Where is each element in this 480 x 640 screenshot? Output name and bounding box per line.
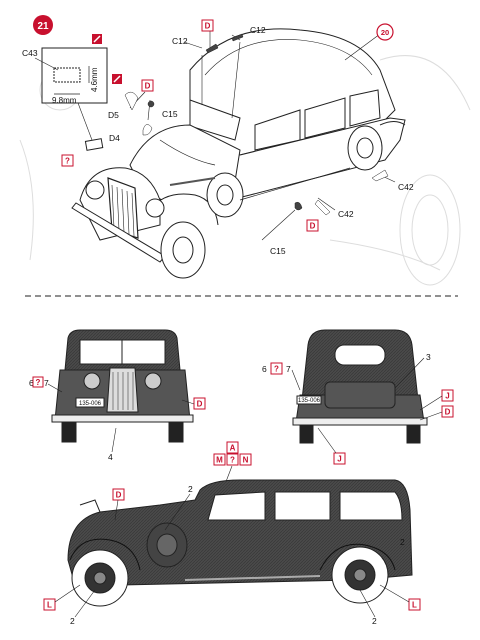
c43-width-label: 9.8mm (52, 96, 77, 105)
part-label-c42: C42 (398, 182, 414, 192)
part-label-c12: C12 (250, 25, 266, 35)
marker-box-j: J (333, 452, 346, 465)
car-perspective-drawing (71, 28, 406, 279)
front-label-4: 4 (108, 452, 113, 462)
svg-text:D: D (445, 408, 451, 417)
part-label-c42: C42 (338, 209, 354, 219)
marker-box-d: D (306, 219, 319, 232)
step-number-text: 21 (37, 21, 49, 32)
part-label-c15: C15 (162, 109, 178, 119)
marker-box-d: D (112, 488, 125, 501)
marker-box-m: M (213, 453, 226, 466)
svg-text:D: D (197, 400, 203, 409)
side-label-2: 2 (188, 484, 193, 494)
part-label-c12: C12 (172, 36, 188, 46)
reference-step-badge: 20 (376, 23, 394, 41)
side-label-2: 2 (70, 616, 75, 626)
side-label-2: 2 (400, 537, 405, 547)
rear-view-drawing (292, 329, 428, 444)
rear-license-plate: 135-006 (298, 398, 321, 404)
c43-height-label: 4.6mm (90, 67, 99, 92)
marker-box-unknown: ? (61, 154, 74, 167)
part-label-d5: D5 (108, 110, 119, 120)
svg-text:D: D (145, 82, 151, 91)
step-number-badge: 21 (33, 15, 53, 35)
svg-text:A: A (230, 444, 236, 453)
marker-box-d: D (441, 405, 454, 418)
marker-box-n: N (239, 453, 252, 466)
side-view-drawing (67, 479, 413, 607)
front-view-drawing (51, 329, 194, 443)
marker-box-a: A (226, 441, 239, 454)
svg-text:M: M (216, 456, 223, 465)
svg-text:?: ? (274, 365, 279, 374)
marker-box-unknown: ? (270, 362, 283, 375)
svg-text:?: ? (230, 456, 235, 465)
marker-box-l: L (408, 598, 421, 611)
marker-box-d: D (141, 79, 154, 92)
c43-callout: C43 9.8mm 4.6mm (22, 47, 108, 151)
reference-step-text: 20 (381, 28, 389, 37)
marker-box-j: J (441, 389, 454, 402)
svg-text:D: D (205, 22, 211, 31)
marker-box-unknown: ? (32, 376, 44, 388)
svg-text:L: L (412, 601, 417, 610)
svg-text:J: J (337, 455, 341, 464)
marker-box-l: L (43, 598, 56, 611)
svg-text:?: ? (36, 378, 41, 387)
rear-label-6: 6 (262, 364, 267, 374)
glue-icon (112, 74, 122, 84)
part-label-d4: D4 (109, 133, 120, 143)
svg-text:?: ? (65, 157, 70, 166)
svg-text:D: D (116, 491, 122, 500)
marker-box-d: D (193, 397, 206, 410)
part-label-c15: C15 (270, 246, 286, 256)
side-label-2: 2 (372, 616, 377, 626)
marker-box-unknown: ? (226, 453, 239, 466)
small-parts (124, 33, 389, 216)
rear-label-7: 7 (286, 364, 291, 374)
marker-box-d: D (201, 19, 214, 32)
front-label-7: 7 (44, 378, 49, 388)
glue-icon (92, 34, 102, 44)
svg-text:N: N (243, 456, 249, 465)
svg-text:L: L (47, 601, 52, 610)
svg-text:D: D (310, 222, 316, 231)
rear-label-3: 3 (426, 352, 431, 362)
front-license-plate: 135-006 (79, 401, 102, 407)
svg-text:J: J (445, 392, 449, 401)
c43-label: C43 (22, 48, 38, 58)
front-label-6: 6 (29, 378, 34, 388)
